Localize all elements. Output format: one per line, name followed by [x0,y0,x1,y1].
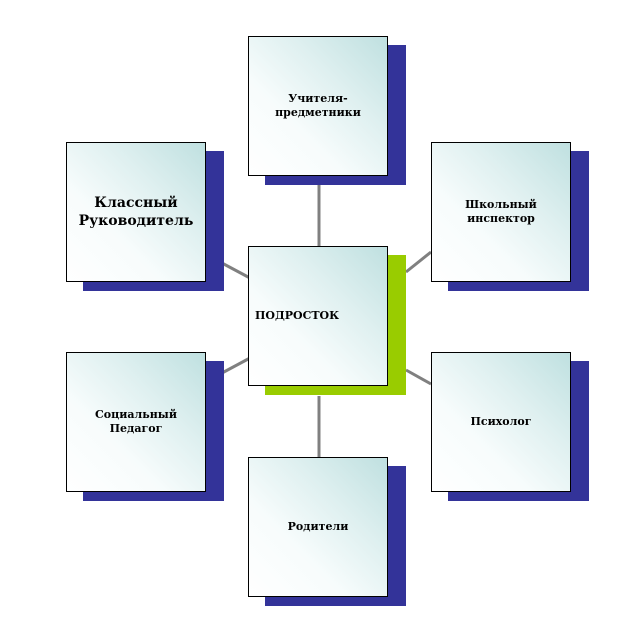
node-box: Классный Руководитель [66,142,206,282]
node-label-class-teacher: Классный Руководитель [78,194,194,229]
node-label-inspector: Школьный инспектор [465,197,537,225]
node-box: Учителя-предметники [248,36,388,176]
node-social-pedagogue: Социальный Педагог [66,352,224,501]
node-inspector: Школьный инспектор [431,142,589,291]
node-label-parents: Родители [287,519,349,533]
node-teachers: Учителя-предметники [248,36,406,185]
node-box: Психолог [431,352,571,492]
node-label-center: ПОДРОСТОК [255,308,340,322]
node-center: ПОДРОСТОК [248,246,406,395]
node-class-teacher: Классный Руководитель [66,142,224,291]
node-box: Социальный Педагог [66,352,206,492]
connector-psychologist [405,368,432,386]
node-box-center: ПОДРОСТОК [248,246,388,386]
connector-class-teacher [219,260,251,280]
connector-inspector [405,250,432,274]
node-box: Школьный инспектор [431,142,571,282]
node-parents: Родители [248,457,406,606]
node-label-psychologist: Психолог [470,414,532,428]
node-psychologist: Психолог [431,352,589,501]
node-box: Родители [248,457,388,597]
node-label-social-pedagogue: Социальный Педагог [95,407,177,435]
node-label-teachers: Учителя-предметники [275,91,361,119]
connector-social [221,356,251,375]
